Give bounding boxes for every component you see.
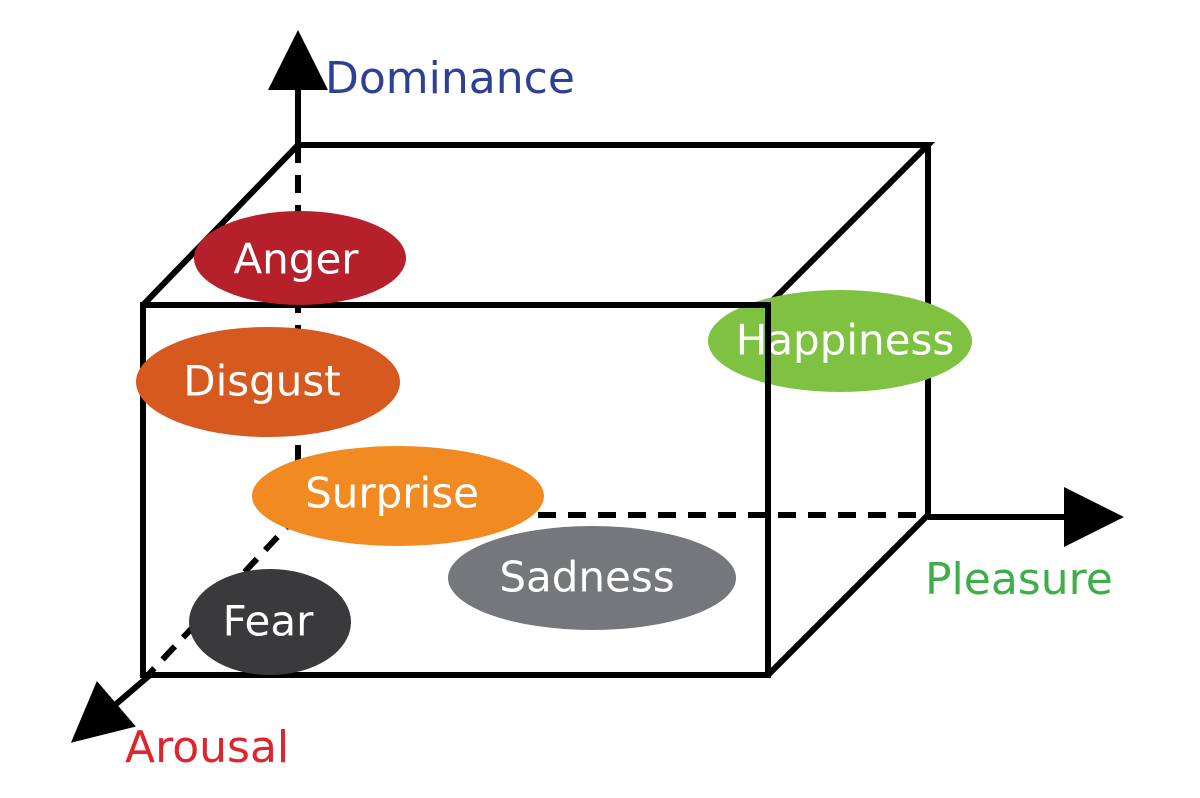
- emotion-surprise: Surprise: [252, 446, 544, 546]
- arousal-axis-label: Arousal: [125, 722, 289, 773]
- front-overlay-edges: [700, 302, 771, 400]
- emotion-ellipse: [708, 290, 972, 392]
- emotion-label: Anger: [233, 235, 359, 284]
- emotion-ellipse: [194, 211, 406, 305]
- emotion-ellipse: [448, 526, 736, 630]
- axes: [70, 30, 1124, 743]
- hidden-edge-depth: [145, 512, 301, 678]
- emotion-sadness: Sadness: [448, 526, 736, 630]
- emotion-label: Disgust: [183, 357, 341, 406]
- emotion-ellipse: [136, 327, 400, 437]
- emotion-ellipse: [252, 446, 544, 546]
- emotion-disgust: Disgust: [136, 327, 400, 437]
- emotion-anger: Anger: [194, 211, 406, 305]
- pleasure-axis-label: Pleasure: [925, 554, 1113, 605]
- emotion-happiness: Happiness: [708, 290, 972, 392]
- cube-top-face: [140, 142, 936, 308]
- cube-front-face: [140, 302, 771, 678]
- emotion-label: Happiness: [736, 316, 955, 365]
- dominance-axis-label: Dominance: [325, 53, 575, 104]
- emotion-label: Surprise: [305, 469, 479, 518]
- cube-bottom-right-edge: [765, 512, 931, 678]
- emotion-ellipse: [189, 569, 351, 675]
- emotion-fear: Fear: [189, 569, 351, 675]
- emotion-label: Fear: [223, 597, 314, 646]
- arousal-axis-arrow: [70, 672, 152, 743]
- emotion-label: Sadness: [499, 553, 674, 602]
